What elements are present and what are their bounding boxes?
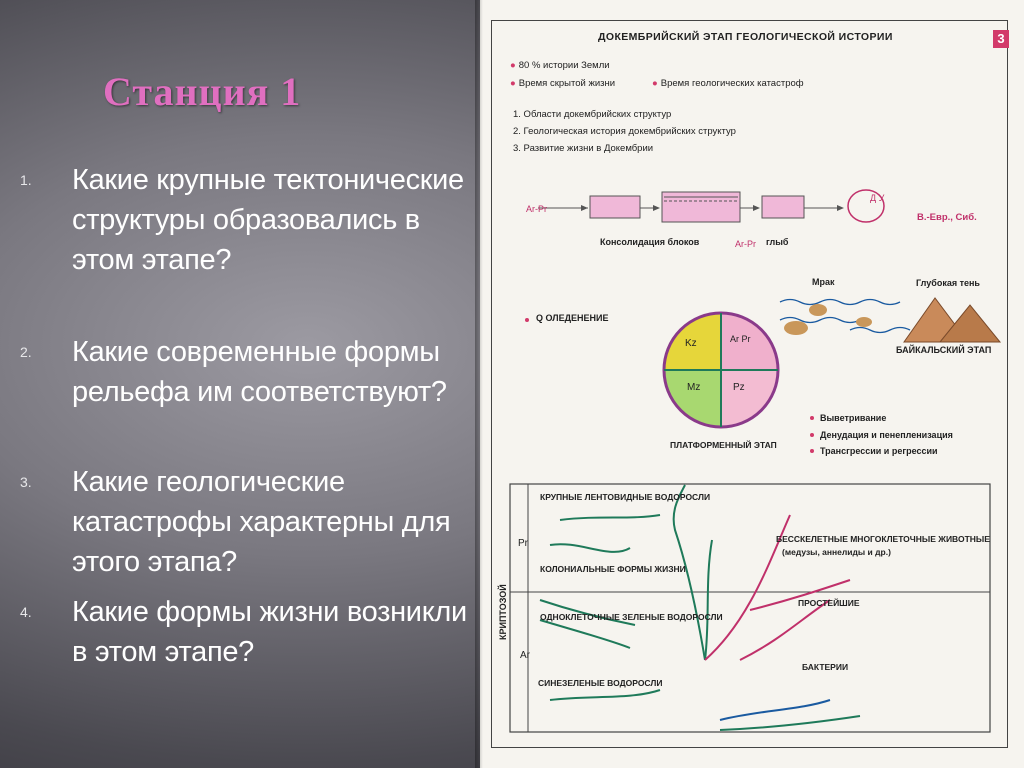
- arrow-head: [837, 205, 844, 211]
- lineage-line: [739, 599, 831, 661]
- question-text: Какие современные формы рельефа им соотв…: [72, 336, 447, 408]
- label-arpr: Ar Pr: [730, 334, 751, 344]
- bullet-dot: [525, 318, 529, 322]
- page-shadow: [475, 0, 483, 768]
- label-invertebrates-sub: (медузы, аннелиды и др.): [782, 547, 891, 557]
- question-text: Какие геологические катастрофы характерн…: [72, 466, 451, 578]
- question-text: Какие формы жизни возникли в этом этапе?: [72, 596, 467, 668]
- life-chart-frame: [509, 483, 991, 733]
- section-heading: 2. Геологическая история докембрийских с…: [513, 126, 736, 137]
- label-ar: Ar: [520, 650, 531, 661]
- label-blocks: глыб: [766, 237, 789, 247]
- lineage-line: [749, 579, 851, 611]
- quadrant-mz: [664, 370, 721, 427]
- bullet-item: ●Время скрытой жизни: [510, 78, 616, 89]
- process-item: Выветривание: [820, 413, 886, 423]
- question-text: Какие крупные тектонические структуры об…: [72, 164, 464, 276]
- life-evolution-chart: КРИПТОЗОЙ Pr Ar КРУПНЫЕ ЛЕНТОВИДНЫЕ ВОДО…: [497, 483, 991, 733]
- wave-line: [849, 326, 911, 334]
- crust-block: [589, 195, 641, 219]
- page-title: ДОКЕМБРИЙСКИЙ ЭТАП ГЕОЛОГИЧЕСКОЙ ИСТОРИИ: [598, 31, 893, 43]
- page-frame: [491, 20, 1008, 748]
- page-number-badge: 3: [993, 30, 1009, 48]
- bullet-dot: [810, 433, 814, 437]
- slide-title: Станция 1: [103, 69, 302, 114]
- lineage-line: [672, 484, 706, 661]
- rock-shape: [809, 304, 827, 316]
- label-unicellular: ОДНОКЛЕТОЧНЫЕ ЗЕЛЕНЫЕ ВОДОРОСЛИ: [540, 612, 723, 622]
- label-bluegreen: СИНЕЗЕЛЕНЫЕ ВОДОРОСЛИ: [538, 678, 662, 688]
- label-mz: Mz: [687, 382, 700, 393]
- wave-line: [779, 316, 861, 324]
- lineage-line: [549, 689, 661, 701]
- label-colonial: КОЛОНИАЛЬНЫЕ ФОРМЫ ЖИЗНИ: [540, 564, 686, 574]
- rock-shape: [856, 317, 872, 327]
- question-number: 4.: [20, 604, 32, 620]
- quadrant-arpr: [721, 313, 778, 370]
- question-number: 2.: [20, 344, 32, 360]
- lineage-line: [704, 514, 791, 661]
- label-mrak: Мрак: [812, 277, 835, 287]
- label-algae-large: КРУПНЫЕ ЛЕНТОВИДНЫЕ ВОДОРОСЛИ: [540, 492, 710, 502]
- label-consolidation: Консолидация блоков: [600, 237, 700, 247]
- lineage-line: [704, 539, 713, 661]
- label-cryptozoic: КРИПТОЗОЙ: [497, 584, 508, 640]
- quadrant-kz: [664, 313, 721, 370]
- label-bacteria: БАКТЕРИИ: [802, 662, 848, 672]
- process-item: Трансгрессии и регрессии: [820, 446, 938, 456]
- arrow-head: [581, 205, 588, 211]
- question-number: 3.: [20, 474, 32, 490]
- label-glaciation: Q ОЛЕДЕНЕНИЕ: [536, 313, 608, 323]
- geology-diagram: Д У Ar-Pr Консолидация блоков Ar-Pr глыб…: [497, 189, 1002, 733]
- label-pr: Pr: [518, 538, 529, 549]
- bullet-item: ●Время геологических катастроф: [652, 78, 804, 89]
- quadrant-pz: [721, 370, 778, 427]
- lineage-line: [539, 619, 631, 649]
- label-baikal: БАЙКАЛЬСКИЙ ЭТАП: [896, 344, 991, 355]
- platform-stage-circle: Kz Ar Pr Mz Pz ПЛАТФОРМЕННЫЙ ЭТАП: [662, 311, 780, 450]
- section-heading: 1. Области докембрийских структур: [513, 109, 672, 120]
- lineage-line: [539, 599, 636, 626]
- section-heading: 3. Развитие жизни в Докембрии: [513, 143, 654, 154]
- wave-line: [779, 298, 901, 306]
- question-number: 1.: [20, 172, 32, 188]
- label-kz: Kz: [685, 338, 697, 349]
- label-pz: Pz: [733, 382, 745, 393]
- label-protozoa: ПРОСТЕЙШИЕ: [798, 597, 860, 608]
- lineage-line: [549, 543, 631, 553]
- label-arpr-left: Ar-Pr: [526, 204, 547, 214]
- label-regions: В.-Евр., Сиб.: [917, 212, 977, 223]
- label-invertebrates: БЕССКЕЛЕТНЫЕ МНОГОКЛЕТОЧНЫЕ ЖИВОТНЫЕ: [776, 534, 990, 544]
- lineage-line: [719, 699, 831, 721]
- crust-block: [761, 195, 805, 219]
- label-arpr-mid: Ar-Pr: [735, 239, 756, 249]
- lineage-line: [559, 514, 661, 521]
- arrow-head: [653, 205, 660, 211]
- arrow-head: [753, 205, 760, 211]
- label-deep-shadow: Глубокая тень: [916, 278, 980, 288]
- bullet-dot: [810, 449, 814, 453]
- label-platform-stage: ПЛАТФОРМЕННЫЙ ЭТАП: [670, 439, 777, 450]
- mountain-shape: [938, 304, 1002, 343]
- formula-loop: [847, 189, 885, 223]
- rock-shape: [784, 321, 808, 335]
- formula-text: Д У: [870, 193, 885, 203]
- bullet-item: ●80 % истории Земли: [510, 60, 610, 71]
- process-item: Денудация и пенепленизация: [820, 430, 953, 440]
- bullet-dot: [810, 416, 814, 420]
- lineage-line: [719, 715, 861, 731]
